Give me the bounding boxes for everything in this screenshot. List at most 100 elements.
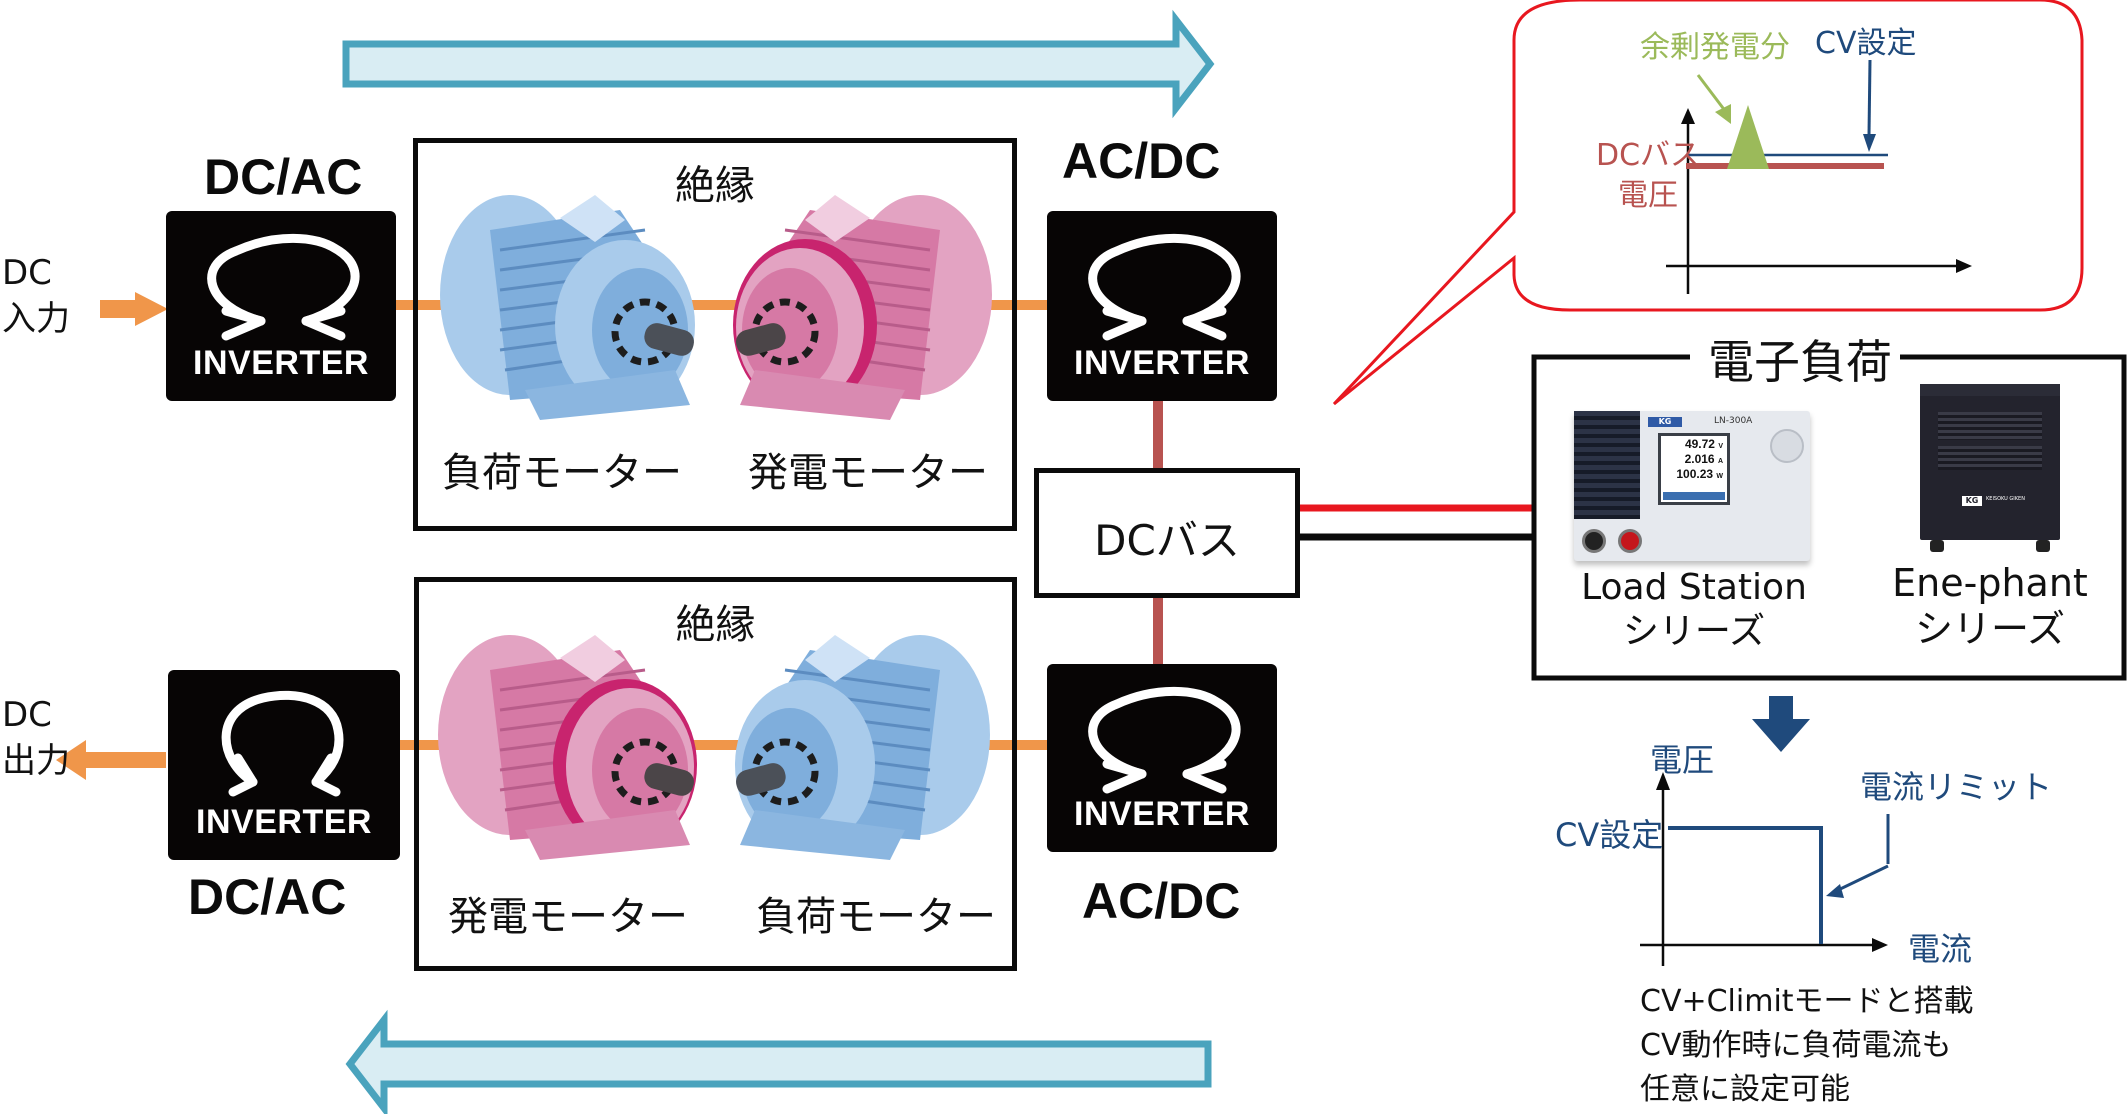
surplus-pointer-line xyxy=(1696,74,1728,113)
top-motor-box: 絶縁 xyxy=(413,138,1017,531)
load-station-name: Load Station シリーズ xyxy=(1566,566,1822,654)
rotary-knob xyxy=(1770,429,1804,463)
screen-power-unit: W xyxy=(1716,473,1723,480)
feature-note-line2: CV動作時に負荷電流も xyxy=(1640,1028,1952,1063)
ene-phant-device: KG KEISOKU GIKEN xyxy=(1920,384,2060,540)
vent-grille xyxy=(1938,446,2042,470)
inverter-label: INVERTER xyxy=(1074,344,1250,382)
top-right-inverter: INVERTER xyxy=(1047,211,1277,401)
cv-chart-y-axis-arrowhead xyxy=(1656,772,1670,790)
inverter-cycle-icon xyxy=(207,233,360,341)
dc-output-label-line2: 出力 xyxy=(2,741,70,781)
surplus-pointer-head xyxy=(1715,104,1731,124)
brand-sub-label: KEISOKU GIKEN xyxy=(1986,496,2025,502)
callout-cv-label: CV設定 xyxy=(1815,26,1917,61)
callout-bubble xyxy=(1332,0,2084,406)
top-motors xyxy=(440,195,992,420)
caster-wheels xyxy=(1920,540,2060,552)
cv-chart-y-label: 電圧 xyxy=(1650,741,1715,779)
cv-chart-x-axis-arrowhead xyxy=(1872,938,1888,952)
cv-chart-cv-label: CV設定 xyxy=(1555,816,1664,854)
electronic-load-frame xyxy=(1531,354,2127,681)
dc-bus-label: DCバス xyxy=(1094,516,1240,565)
cv-chart-limit-label: 電流リミット xyxy=(1860,768,2053,806)
bottom-left-motor-label: 発電モーター xyxy=(448,894,688,940)
screen-current-unit: A xyxy=(1717,458,1723,465)
screen-current: 2.016 xyxy=(1684,452,1715,466)
top-left-inverter: INVERTER xyxy=(166,211,396,401)
model-label: LN-300A xyxy=(1714,416,1753,426)
dc-input-label-line1: DC xyxy=(2,253,52,293)
cv-pointer-head xyxy=(1863,134,1876,152)
dc-input-arrow xyxy=(100,292,168,326)
top-left-inverter-title: DC/AC xyxy=(204,149,363,205)
top-left-motor-label: 負荷モーター xyxy=(442,450,682,496)
dc-output-arrow xyxy=(56,740,166,780)
limit-pointer-diagonal xyxy=(1833,864,1889,894)
electronic-load-title: 電子負荷 xyxy=(1700,326,1900,392)
device-screen: 49.72 V 2.016 A 100.23 W xyxy=(1658,433,1730,505)
feature-note-line1: CV+Climitモードと搭載 xyxy=(1640,984,1974,1019)
callout-chart xyxy=(1666,59,1972,294)
negative-terminal xyxy=(1582,529,1606,553)
top-right-inverter-title: AC/DC xyxy=(1062,133,1221,189)
cv-characteristic-line xyxy=(1668,826,1823,944)
bottom-motor-box-title: 絶縁 xyxy=(675,602,756,648)
bus-voltage-label-line2: 電圧 xyxy=(1618,178,1679,213)
bus-voltage-label-line1: DCバス xyxy=(1596,138,1701,173)
load-station-device: KG LN-300A 49.72 V 2.016 A 100.23 W xyxy=(1574,411,1810,561)
generator-motor-icon xyxy=(733,195,992,420)
bottom-right-inverter-title: AC/DC xyxy=(1082,873,1241,929)
ene-phant-name-line2: シリーズ xyxy=(1914,607,2066,651)
top-motor-box-title: 絶縁 xyxy=(675,163,755,209)
inverter-label: INVERTER xyxy=(193,344,369,382)
bottom-left-inverter: INVERTER xyxy=(168,670,400,860)
inverter-label: INVERTER xyxy=(196,803,372,841)
load-motor-icon xyxy=(735,635,990,860)
load-station-name-line2: シリーズ xyxy=(1622,611,1766,652)
surplus-label: 余剰発電分 xyxy=(1640,30,1790,65)
screen-voltage-unit: V xyxy=(1718,443,1723,450)
bottom-flow-arrow xyxy=(345,1009,1212,1114)
callout-y-axis-arrowhead xyxy=(1681,108,1695,124)
generator-motor-icon xyxy=(438,635,697,860)
bottom-right-motor-label: 負荷モーター xyxy=(756,894,996,940)
dc-input-label-line2: 入力 xyxy=(2,299,70,339)
cv-limit-chart xyxy=(1640,772,1890,966)
screen-voltage: 49.72 xyxy=(1684,437,1715,451)
feature-note: CV+Climitモードと搭載 CV動作時に負荷電流も 任意に設定可能 xyxy=(1640,980,1974,1112)
dc-output-label: DC 出力 xyxy=(2,692,70,784)
positive-terminal xyxy=(1618,529,1642,553)
bottom-motors xyxy=(438,635,990,860)
load-motor-icon xyxy=(440,195,695,420)
limit-pointer-head xyxy=(1826,884,1844,898)
vent-grille xyxy=(1574,411,1640,519)
screen-power: 100.23 xyxy=(1676,467,1714,481)
dc-output-label-line1: DC xyxy=(2,695,52,735)
callout-x-axis-arrowhead xyxy=(1956,259,1972,273)
ene-phant-name-line1: Ene-phant xyxy=(1892,561,2088,605)
inverter-cycle-icon xyxy=(1088,233,1241,341)
surplus-spike xyxy=(1727,105,1769,169)
inverter-cycle-icon xyxy=(1088,686,1241,794)
bottom-left-inverter-title: DC/AC xyxy=(188,869,347,925)
cv-chart-x-label: 電流 xyxy=(1908,930,1973,968)
cv-pointer-line xyxy=(1867,59,1872,136)
load-station-name-line1: Load Station xyxy=(1581,567,1807,608)
kg-logo: KG xyxy=(1962,496,1982,506)
top-right-motor-label: 発電モーター xyxy=(748,450,988,496)
bottom-motor-box: 絶縁 xyxy=(414,577,1017,971)
inverter-label: INVERTER xyxy=(1074,795,1250,833)
bus-voltage-label: DCバス 電圧 xyxy=(1596,136,1700,216)
dc-bus-box: DCバス xyxy=(1034,468,1300,598)
down-arrow xyxy=(1752,696,1810,752)
top-flow-arrow-body xyxy=(342,9,1215,119)
bottom-right-inverter: INVERTER xyxy=(1047,664,1277,852)
kg-logo: KG xyxy=(1648,417,1682,427)
vent-grille xyxy=(1938,412,2042,440)
inverter-cycle-icon xyxy=(221,690,344,797)
ene-phant-name: Ene-phant シリーズ xyxy=(1880,560,2100,652)
feature-note-line3: 任意に設定可能 xyxy=(1640,1072,1850,1107)
dc-input-label: DC 入力 xyxy=(2,250,70,342)
